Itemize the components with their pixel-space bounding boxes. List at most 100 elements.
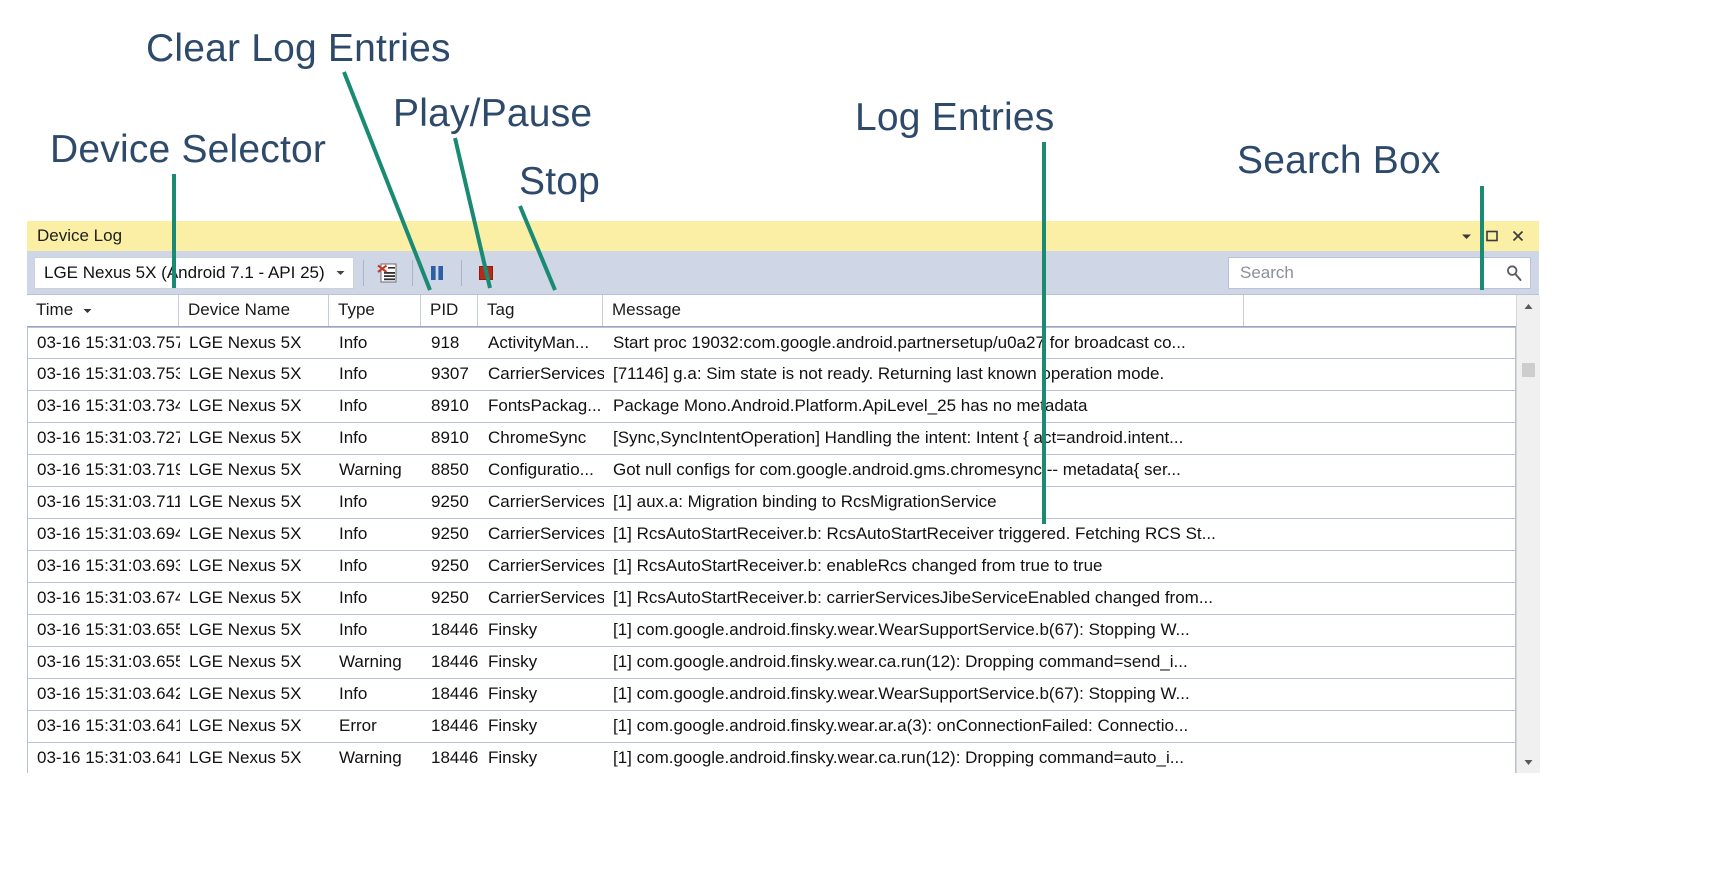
toolbar-separator [363, 259, 364, 286]
cell-time: 03-16 15:31:03.694 [37, 524, 180, 544]
cell-pid: 9307 [431, 364, 469, 384]
column-header-time[interactable]: Time [27, 295, 179, 326]
cell-type: Warning [339, 652, 402, 672]
cell-tag: CarrierServices [488, 492, 604, 512]
cell-type: Info [339, 556, 368, 576]
scroll-up-arrow-icon[interactable] [1516, 295, 1540, 317]
cell-type: Error [339, 716, 377, 736]
scrollbar-thumb[interactable] [1521, 363, 1535, 377]
cell-pid: 18446 [431, 748, 479, 768]
column-header-message[interactable]: Message [603, 295, 1244, 326]
cell-tag: Finsky [488, 684, 538, 704]
chevron-down-icon[interactable] [333, 266, 347, 280]
cell-device-name: LGE Nexus 5X [189, 588, 302, 608]
maximize-icon[interactable] [1479, 223, 1505, 249]
cell-type: Info [339, 364, 368, 384]
chevron-down-icon[interactable] [1453, 223, 1479, 249]
cell-device-name: LGE Nexus 5X [189, 524, 302, 544]
cell-device-name: LGE Nexus 5X [189, 716, 302, 736]
search-input[interactable] [1238, 261, 1505, 284]
cell-type: Warning [339, 748, 402, 768]
device-log-window: Device Log LGE Nexus 5X (Android 7.1 - A… [27, 221, 1540, 773]
cell-message: [1] aux.a: Migration binding to RcsMigra… [613, 492, 997, 512]
annotation-play-pause: Play/Pause [393, 92, 593, 135]
clear-log-entries-button[interactable] [373, 258, 403, 288]
cell-message: Package Mono.Android.Platform.ApiLevel_2… [613, 396, 1088, 416]
grid-header-row: Time Device Name Type PID Tag Message [27, 295, 1516, 327]
column-header-device-name[interactable]: Device Name [179, 295, 329, 326]
cell-pid: 18446 [431, 620, 479, 640]
cell-time: 03-16 15:31:03.642 [37, 684, 180, 704]
toolbar-separator [412, 259, 413, 286]
cell-tag: CarrierServices [488, 364, 604, 384]
scroll-down-arrow-icon[interactable] [1516, 751, 1540, 773]
cell-pid: 9250 [431, 556, 469, 576]
cell-device-name: LGE Nexus 5X [189, 364, 302, 384]
column-header-type[interactable]: Type [329, 295, 421, 326]
column-header-extra[interactable] [1244, 295, 1516, 326]
cell-message: [Sync,SyncIntentOperation] Handling the … [613, 428, 1184, 448]
scrollbar-track[interactable] [1516, 317, 1540, 751]
cell-device-name: LGE Nexus 5X [189, 556, 302, 576]
cell-time: 03-16 15:31:03.674 [37, 588, 180, 608]
cell-pid: 18446 [431, 684, 479, 704]
toolbar: LGE Nexus 5X (Android 7.1 - API 25) [27, 251, 1539, 295]
cell-message: [1] com.google.android.finsky.wear.WearS… [613, 684, 1190, 704]
cell-pid: 8910 [431, 396, 469, 416]
play-pause-button[interactable] [422, 258, 452, 288]
cell-type: Info [339, 588, 368, 608]
cell-time: 03-16 15:31:03.655 [37, 652, 180, 672]
cell-tag: CarrierServices [488, 556, 604, 576]
cell-time: 03-16 15:31:03.641 [37, 748, 180, 768]
cell-message: [1] com.google.android.finsky.wear.ca.ru… [613, 748, 1184, 768]
cell-tag: Finsky [488, 748, 538, 768]
cell-type: Info [339, 332, 368, 352]
window-title: Device Log [37, 226, 123, 245]
table-row[interactable]: 03-16 15:31:03.753 LGE Nexus 5X Info 9307 Ca… [27, 358, 1516, 391]
cell-message: [1] RcsAutoStartReceiver.b: carrierServi… [613, 588, 1213, 608]
device-selector-dropdown[interactable]: LGE Nexus 5X (Android 7.1 - API 25) [34, 256, 354, 289]
stop-button[interactable] [471, 258, 501, 288]
table-row[interactable]: 03-16 15:31:03.641 LGE Nexus 5X Warning 184… [27, 742, 1516, 773]
annotation-clear-log-entries: Clear Log Entries [146, 27, 451, 70]
cell-tag: CarrierServices [488, 524, 604, 544]
device-selector-value: LGE Nexus 5X (Android 7.1 - API 25) [44, 262, 325, 282]
annotation-stop: Stop [519, 160, 601, 203]
cell-device-name: LGE Nexus 5X [189, 652, 302, 672]
cell-time: 03-16 15:31:03.753 [37, 364, 180, 384]
cell-message: [1] com.google.android.finsky.wear.WearS… [613, 620, 1190, 640]
cell-tag: Finsky [488, 620, 538, 640]
cell-device-name: LGE Nexus 5X [189, 748, 302, 768]
cell-device-name: LGE Nexus 5X [189, 332, 302, 352]
cell-tag: Finsky [488, 652, 538, 672]
cell-tag: FontsPackag... [488, 396, 602, 416]
close-icon[interactable] [1505, 223, 1531, 249]
search-icon[interactable] [1505, 264, 1523, 282]
cell-tag: Configuratio... [488, 460, 594, 480]
column-header-time-label: Time [36, 300, 74, 320]
cell-time: 03-16 15:31:03.727 [37, 428, 180, 448]
cell-type: Warning [339, 460, 402, 480]
cell-type: Info [339, 428, 368, 448]
table-row[interactable]: 03-16 15:31:03.655 LGE Nexus 5X Warning 184… [27, 646, 1516, 679]
column-header-pid[interactable]: PID [421, 295, 478, 326]
column-header-tag[interactable]: Tag [478, 295, 603, 326]
vertical-scrollbar[interactable] [1516, 295, 1540, 773]
cell-pid: 18446 [431, 652, 479, 672]
search-box[interactable] [1228, 256, 1531, 289]
cell-type: Info [339, 524, 368, 544]
sort-descending-icon [82, 305, 93, 316]
window-title-bar: Device Log [27, 221, 1539, 251]
